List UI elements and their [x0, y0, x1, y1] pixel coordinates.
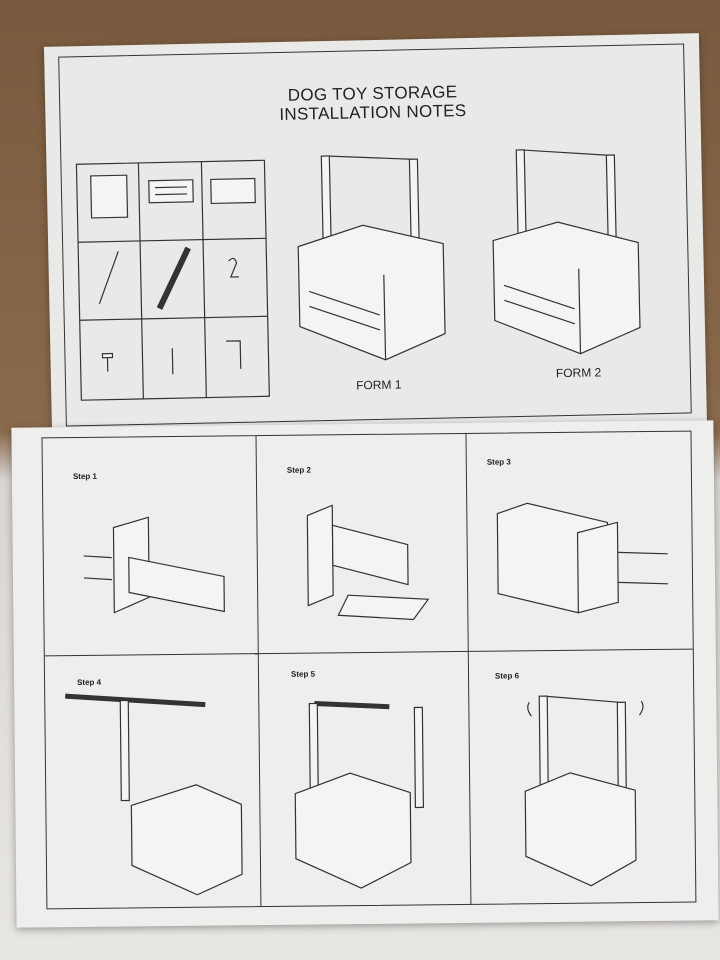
step-4-drawing: [65, 693, 243, 896]
steps-sheet: Step 1 Step 2 Step 3 Step 4: [11, 420, 719, 928]
steps-grid: Step 1 Step 2 Step 3 Step 4: [41, 430, 697, 910]
step-6-panel: Step 6: [469, 650, 696, 904]
step-6-drawing: [524, 695, 644, 887]
step-6-label: Step 6: [494, 671, 520, 681]
upright-post-icon: [156, 246, 191, 310]
handle-bar-icon: [98, 251, 119, 305]
side-panel-icon: [90, 174, 129, 219]
form-2-drawing: [492, 149, 641, 355]
hook-icon: [228, 257, 239, 278]
hex-key-icon: [226, 340, 242, 369]
step-4-panel: Step 4: [44, 654, 262, 909]
step-5-label: Step 5: [290, 669, 316, 679]
step-3-drawing: [496, 502, 669, 614]
slatted-panel-icon: [148, 179, 194, 204]
step-1-label: Step 1: [72, 471, 97, 482]
form-1-label: FORM 1: [355, 377, 402, 393]
parts-grid: [75, 159, 270, 401]
step-4-label: Step 4: [77, 677, 102, 688]
step-2-panel: Step 2: [256, 433, 469, 655]
cover-sheet: DOG TOY STORAGE INSTALLATION NOTES FORM …: [43, 33, 708, 439]
step-2-drawing: [306, 504, 430, 621]
step-5-panel: Step 5: [258, 651, 472, 907]
step-5-drawing: [294, 701, 425, 889]
step-3-panel: Step 3: [466, 431, 693, 652]
form-2-label: FORM 2: [555, 365, 602, 381]
bolt-icon: [171, 348, 174, 375]
step-1-drawing: [83, 516, 225, 614]
step-2-label: Step 2: [286, 465, 311, 475]
bottom-board-icon: [210, 177, 256, 205]
step-1-panel: Step 1: [42, 436, 259, 657]
step-3-label: Step 3: [486, 457, 511, 467]
form-1-drawing: [297, 155, 446, 361]
screw-icon: [101, 352, 114, 372]
